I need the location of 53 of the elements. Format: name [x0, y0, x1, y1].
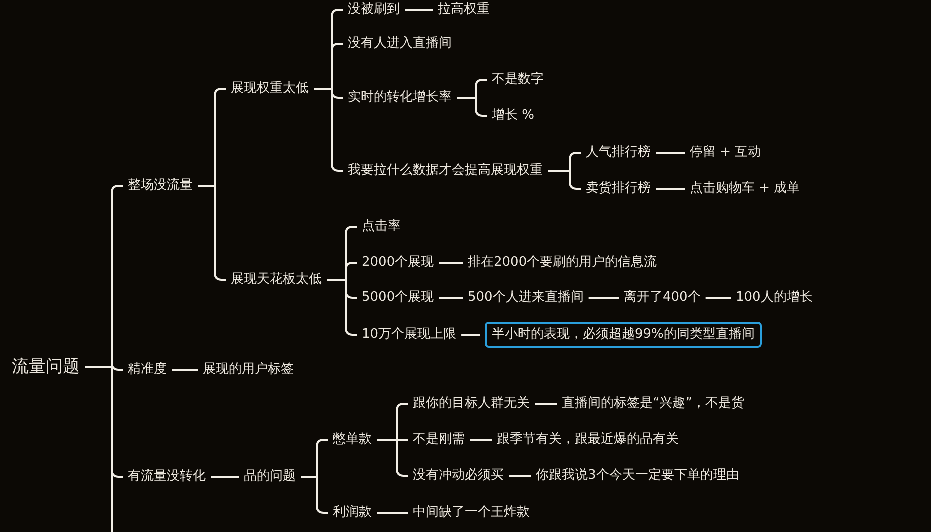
topic-text: 拉高权重	[438, 1, 490, 19]
topic-text: 整场没流量	[128, 177, 193, 195]
topic-text: 人气排行榜	[586, 144, 651, 162]
topic-text: 10万个展现上限	[362, 326, 457, 344]
branch-connector	[439, 297, 463, 299]
branch-connector	[377, 512, 408, 514]
topic-text: 实时的转化增长率	[348, 89, 452, 107]
topic-text: 500个人进来直播间	[468, 289, 584, 307]
topic-text: 跟你的目标人群无关	[413, 395, 530, 413]
branch-connector	[405, 9, 433, 11]
topic-text: 5000个展现	[362, 289, 434, 307]
branch-connector	[656, 152, 685, 154]
topic-text: 展现的用户标签	[203, 361, 294, 379]
topic-text: 排在2000个要刷的用户的信息流	[468, 254, 658, 272]
topic-text: 你跟我说3个今天一定要下单的理由	[536, 467, 740, 485]
branch-connector	[172, 369, 198, 371]
topic-text: 精准度	[128, 361, 167, 379]
branch-connector	[457, 97, 487, 117]
topic-text: 直播间的标签是“兴趣”，不是货	[562, 395, 744, 413]
topic-text: 2000个展现	[362, 254, 434, 272]
branch-connector	[462, 334, 480, 336]
central-topic: 流量问题	[12, 356, 80, 378]
topic-text: 我要拉什么数据才会提高展现权重	[348, 162, 543, 180]
branch-connector	[211, 476, 239, 478]
topic-text: 点击购物车 + 成单	[690, 180, 800, 198]
topic-text: 停留 + 互动	[690, 144, 762, 162]
topic-text: 点击率	[362, 218, 401, 236]
branch-connector	[706, 297, 731, 299]
topic-text: 跟季节有关，跟最近爆的品有关	[497, 431, 679, 449]
selected-topic-box: 半小时的表现，必须超越99%的同类型直播间	[485, 322, 762, 348]
topic-text: 没有冲动必须买	[413, 467, 504, 485]
topic-text: 展现天花板太低	[231, 271, 322, 289]
topic-text: 没有人进入直播间	[348, 35, 452, 53]
topic-text: 不是数字	[492, 71, 544, 89]
topic-text: 憋单款	[333, 431, 372, 449]
topic-text: 利润款	[333, 504, 372, 522]
branch-connector	[509, 475, 531, 477]
topic-text: 100人的增长	[736, 289, 813, 307]
topic-text: 品的问题	[244, 468, 296, 486]
topic-text: 有流量没转化	[128, 468, 206, 486]
branch-connector	[656, 188, 685, 190]
branch-connector	[439, 262, 463, 264]
topic-text: 没被刷到	[348, 1, 400, 19]
topic-text: 中间缺了一个王炸款	[413, 504, 530, 522]
branch-connector	[535, 403, 557, 405]
topic-text: 卖货排行榜	[586, 180, 651, 198]
topic-text: 离开了400个	[624, 289, 701, 307]
topic-text: 展现权重太低	[231, 80, 309, 98]
branch-connector	[588, 297, 619, 299]
topic-text: 不是刚需	[413, 431, 465, 449]
branch-connector	[548, 170, 581, 190]
branch-connector	[470, 439, 492, 441]
topic-text: 增长 %	[492, 107, 534, 125]
